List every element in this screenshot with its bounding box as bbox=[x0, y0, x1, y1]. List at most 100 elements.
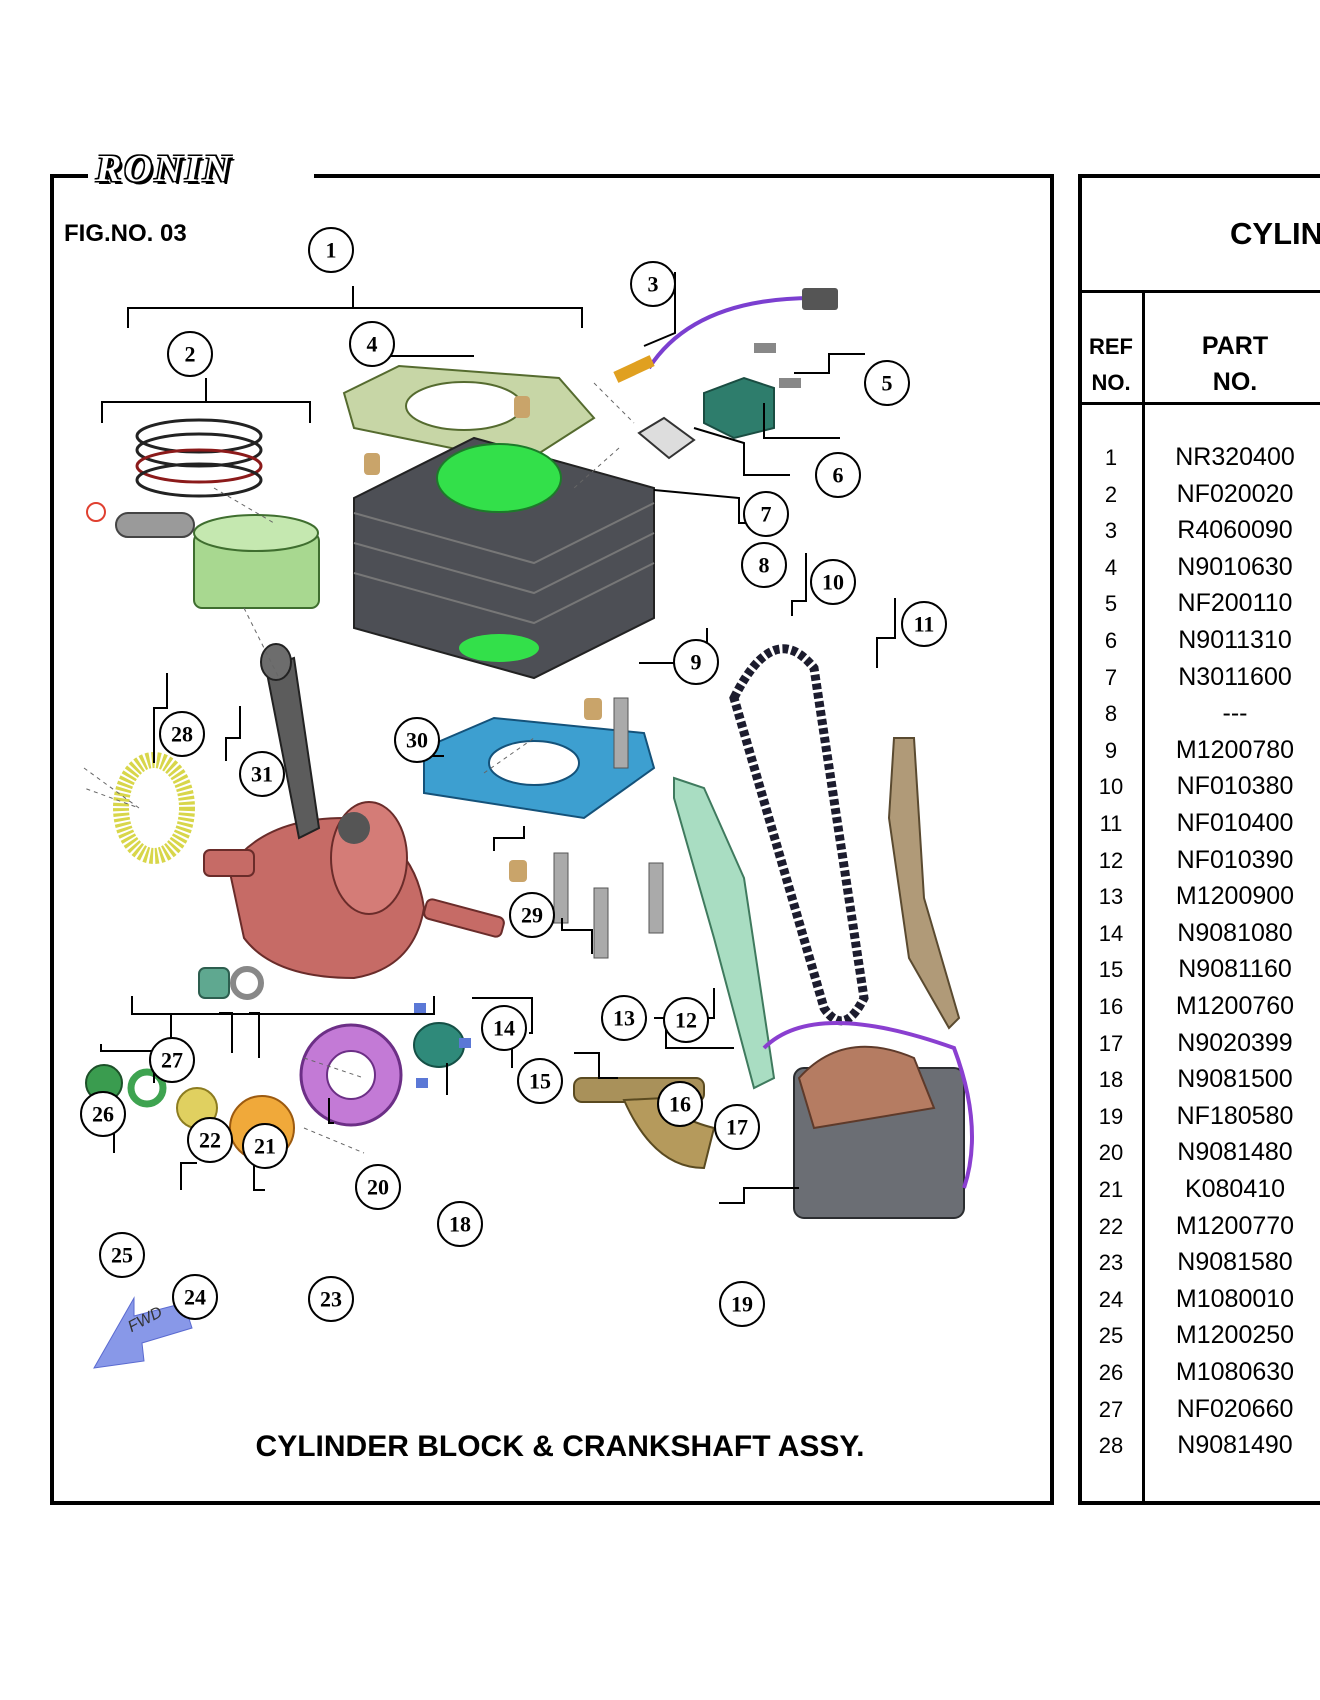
parts-table-frame bbox=[1078, 174, 1320, 1505]
table-row-ref: 20 bbox=[1098, 1140, 1124, 1166]
table-row-ref: 13 bbox=[1098, 884, 1124, 910]
svg-text:30: 30 bbox=[406, 728, 428, 753]
svg-text:22: 22 bbox=[199, 1128, 221, 1153]
table-row-part: NF010390 bbox=[1176, 845, 1294, 874]
table-row-part: M1200770 bbox=[1175, 1211, 1295, 1240]
table-row-part: R4060090 bbox=[1177, 516, 1293, 545]
callout-12: 12 bbox=[663, 997, 709, 1043]
cam-chain bbox=[729, 644, 869, 1026]
table-row-part: --- bbox=[1222, 699, 1248, 728]
table-column-divider bbox=[1142, 290, 1145, 1505]
callout-17: 17 bbox=[714, 1104, 760, 1150]
table-row-ref: 15 bbox=[1098, 957, 1124, 983]
table-row-part: M1080010 bbox=[1175, 1284, 1295, 1313]
callout-29: 29 bbox=[509, 892, 555, 938]
cam-chain-tensioner bbox=[637, 343, 801, 460]
table-divider-title bbox=[1078, 290, 1320, 293]
callout-4: 4 bbox=[349, 321, 395, 367]
svg-text:4: 4 bbox=[367, 332, 378, 357]
table-row-part: M1200780 bbox=[1175, 735, 1295, 764]
header-part-line2: NO. bbox=[1212, 368, 1258, 396]
callout-10: 10 bbox=[810, 559, 856, 605]
temperature-sensor bbox=[613, 288, 838, 383]
figure-number: FIG.NO. 03 bbox=[64, 220, 187, 247]
table-row-part: M1080630 bbox=[1175, 1358, 1295, 1386]
studs bbox=[509, 697, 664, 959]
cylinder-block bbox=[353, 436, 655, 680]
svg-text:5: 5 bbox=[882, 371, 893, 396]
table-row-part: M1200760 bbox=[1175, 992, 1295, 1020]
table-row-part: N9081580 bbox=[1177, 1248, 1293, 1277]
svg-text:10: 10 bbox=[822, 570, 844, 595]
table-row-part: M1200900 bbox=[1175, 882, 1295, 911]
callout-20: 20 bbox=[355, 1164, 401, 1210]
callout-15: 15 bbox=[517, 1058, 563, 1104]
callout-5: 5 bbox=[864, 360, 910, 406]
table-row-part: N9081480 bbox=[1177, 1138, 1293, 1167]
table-row-part: NR320400 bbox=[1175, 443, 1295, 471]
piston bbox=[86, 502, 320, 609]
table-row-part: N9081080 bbox=[1177, 918, 1293, 947]
table-row-ref: 28 bbox=[1098, 1433, 1124, 1459]
table-row-part: N9081490 bbox=[1177, 1431, 1293, 1460]
table-row-ref: 24 bbox=[1098, 1286, 1124, 1312]
table-row-part: NF010400 bbox=[1176, 809, 1294, 837]
table-row-ref: 14 bbox=[1098, 920, 1124, 946]
frame-top-left bbox=[50, 174, 88, 178]
table-row-part: N9081500 bbox=[1177, 1065, 1293, 1094]
table-row-ref: 19 bbox=[1098, 1103, 1124, 1129]
table-row-ref: 27 bbox=[1098, 1396, 1124, 1422]
table-row-ref: 3 bbox=[1104, 518, 1118, 544]
ronin-logo: RONIN bbox=[96, 148, 234, 190]
callout-16: 16 bbox=[657, 1081, 703, 1127]
piston-rings bbox=[135, 418, 263, 498]
table-row-ref: 8 bbox=[1104, 701, 1118, 727]
callout-26: 26 bbox=[80, 1091, 126, 1137]
table-row-part: NF180580 bbox=[1176, 1101, 1294, 1130]
table-row-ref: 25 bbox=[1098, 1323, 1124, 1349]
primary-drive-gear bbox=[299, 1023, 403, 1127]
table-row-ref: 7 bbox=[1104, 664, 1118, 690]
table-row-ref: 18 bbox=[1098, 1067, 1124, 1093]
table-row-part: N9020399 bbox=[1177, 1028, 1293, 1057]
svg-text:2: 2 bbox=[185, 342, 196, 367]
table-row-ref: 6 bbox=[1104, 628, 1118, 653]
engine-assembly bbox=[762, 1021, 974, 1219]
table-row-ref: 11 bbox=[1099, 811, 1123, 836]
callout-19: 19 bbox=[719, 1281, 765, 1327]
chain-guide-push-side bbox=[673, 776, 776, 1090]
table-row-part: NF020020 bbox=[1176, 479, 1294, 508]
callout-24: 24 bbox=[172, 1274, 218, 1320]
svg-text:16: 16 bbox=[669, 1092, 691, 1117]
svg-text:1: 1 bbox=[326, 238, 337, 263]
svg-text:12: 12 bbox=[675, 1008, 697, 1033]
table-row-ref: 10 bbox=[1098, 774, 1124, 800]
table-row-part: M1200250 bbox=[1175, 1321, 1295, 1350]
callout-7: 7 bbox=[743, 491, 789, 537]
svg-text:11: 11 bbox=[914, 612, 935, 637]
table-row-ref: 21 bbox=[1098, 1177, 1124, 1202]
table-row-part: N9011310 bbox=[1178, 626, 1292, 654]
svg-text:24: 24 bbox=[184, 1285, 206, 1310]
table-row-ref: 12 bbox=[1098, 847, 1124, 873]
callout-2: 2 bbox=[167, 331, 213, 377]
svg-text:25: 25 bbox=[111, 1243, 133, 1268]
base-gasket bbox=[423, 716, 656, 820]
chain-guide-tensioner-side bbox=[887, 737, 961, 1030]
header-ref-line2: NO. bbox=[1091, 370, 1131, 395]
svg-text:13: 13 bbox=[613, 1006, 635, 1031]
callout-22: 22 bbox=[187, 1117, 233, 1163]
callout-18: 18 bbox=[437, 1201, 483, 1247]
callout-21: 21 bbox=[242, 1123, 288, 1169]
timing-sprocket bbox=[113, 752, 195, 864]
table-row-part: NF010380 bbox=[1176, 772, 1294, 801]
table-row-ref: 23 bbox=[1098, 1250, 1124, 1276]
callout-14: 14 bbox=[481, 1005, 527, 1051]
table-row-ref: 16 bbox=[1098, 994, 1124, 1019]
table-row-ref: 26 bbox=[1098, 1360, 1124, 1385]
diagram-frame bbox=[50, 174, 1054, 1505]
svg-text:9: 9 bbox=[691, 650, 702, 675]
svg-text:18: 18 bbox=[449, 1212, 471, 1237]
svg-text:7: 7 bbox=[761, 502, 772, 527]
table-row-part: N3011600 bbox=[1178, 662, 1292, 691]
